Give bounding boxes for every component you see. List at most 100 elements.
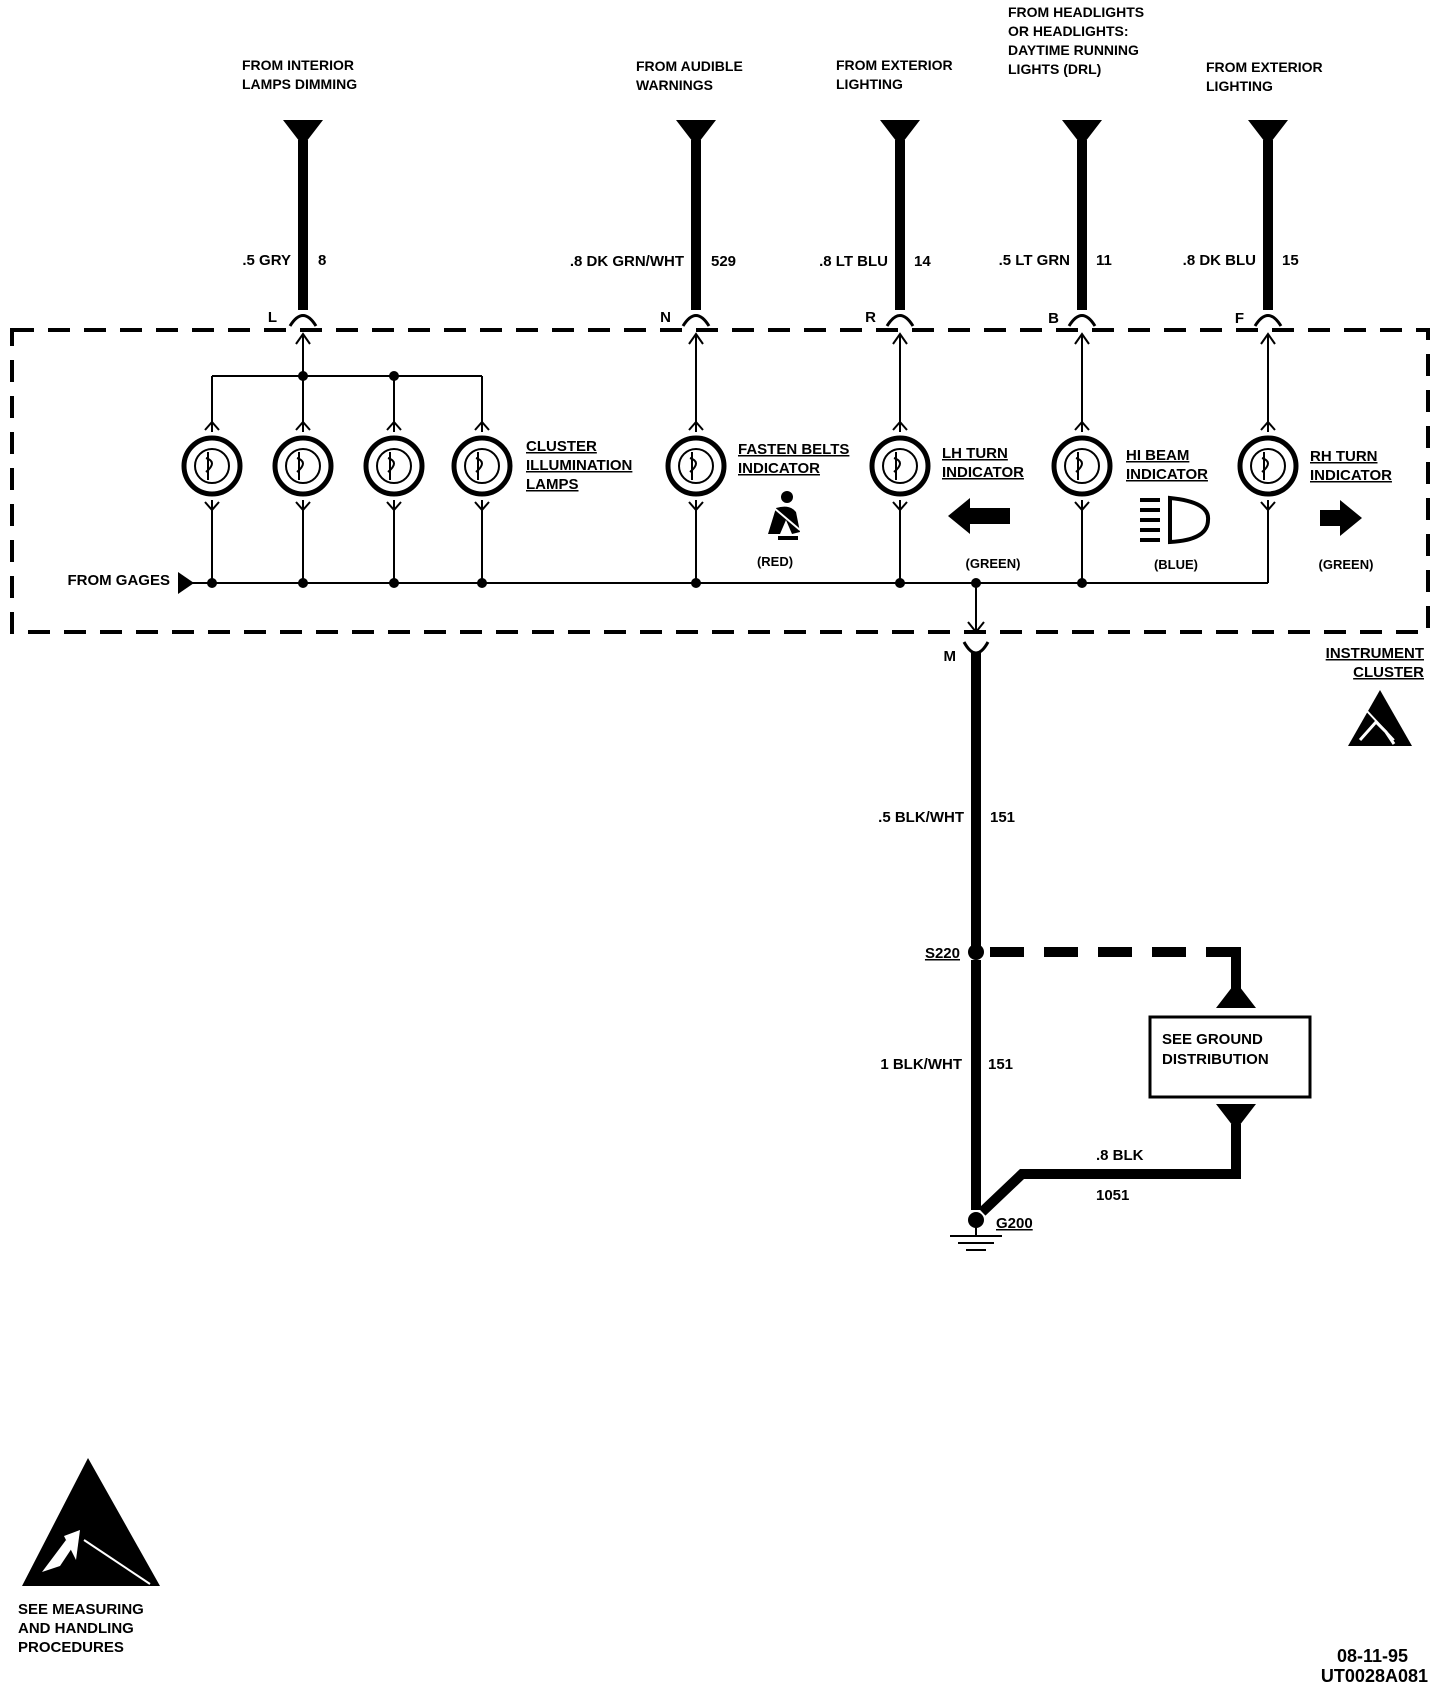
source-audible-label: FROM AUDIBLE WARNINGS	[636, 58, 743, 93]
wire-8	[298, 140, 308, 310]
svg-text:LAMPS DIMMING: LAMPS DIMMING	[242, 76, 357, 92]
instrument-cluster-box	[10, 328, 1430, 634]
source-exterior-label-1: FROM EXTERIOR LIGHTING	[836, 57, 953, 92]
terminal-letters: L N R B F	[268, 309, 1244, 327]
internal-wiring	[190, 332, 1276, 634]
see-ground-distribution-box	[1148, 1015, 1312, 1099]
svg-text:529: 529	[711, 253, 736, 270]
connector-B	[1067, 314, 1097, 327]
svg-text:LIGHTING: LIGHTING	[1206, 78, 1273, 94]
see-ground-text-2: DISTRIBUTION	[1162, 1051, 1269, 1068]
bulb-icon	[451, 420, 513, 512]
svg-text:CLUSTER: CLUSTER	[1353, 664, 1424, 681]
instrument-cluster-label: INSTRUMENT CLUSTER	[1326, 645, 1424, 681]
svg-text:PROCEDURES: PROCEDURES	[18, 1639, 124, 1656]
bulb-icon	[181, 420, 243, 512]
wire-labels: .5 GRY 8 .8 DK GRN/WHT 529 .8 LT BLU 14 …	[242, 252, 1298, 270]
connectors	[288, 314, 1283, 327]
svg-text:LH TURN: LH TURN	[942, 445, 1008, 462]
svg-text:F: F	[1235, 310, 1244, 327]
svg-text:FROM HEADLIGHTS: FROM HEADLIGHTS	[1008, 4, 1144, 20]
svg-text:FROM EXTERIOR: FROM EXTERIOR	[1206, 59, 1323, 75]
lamps	[181, 420, 1299, 512]
arrow-audible-icon	[676, 120, 716, 146]
lh-turn-label: LH TURN INDICATOR (GREEN)	[942, 445, 1024, 571]
svg-text:FROM EXTERIOR: FROM EXTERIOR	[836, 57, 953, 73]
wire-1051	[978, 1124, 1241, 1216]
dashed-ground-link	[990, 947, 1241, 990]
rh-turn-color: (GREEN)	[1319, 557, 1374, 572]
esd-warning-icon-large	[22, 1458, 160, 1586]
terminal-M: M	[944, 648, 957, 665]
svg-text:AND HANDLING: AND HANDLING	[18, 1620, 134, 1637]
connector-M	[962, 641, 990, 655]
splice-s220	[968, 944, 984, 960]
svg-text:HI BEAM: HI BEAM	[1126, 447, 1189, 464]
connector-N	[681, 314, 711, 327]
bulb-icon	[272, 420, 334, 512]
footer-date: 08-11-95	[1337, 1646, 1408, 1666]
svg-text:FROM AUDIBLE: FROM AUDIBLE	[636, 58, 743, 74]
cluster-lamps-label: CLUSTER ILLUMINATION LAMPS	[526, 438, 632, 493]
svg-text:FASTEN BELTS: FASTEN BELTS	[738, 441, 849, 458]
svg-text:INDICATOR: INDICATOR	[1310, 467, 1392, 484]
svg-text:INSTRUMENT: INSTRUMENT	[1326, 645, 1424, 662]
wire-151-upper	[971, 652, 981, 952]
svg-text:SEE MEASURING: SEE MEASURING	[18, 1601, 144, 1618]
svg-text:CLUSTER: CLUSTER	[526, 438, 597, 455]
wire-151b-circuit: 151	[988, 1056, 1013, 1073]
arrow-exterior-1-icon	[880, 120, 920, 146]
bulb-icon	[1051, 420, 1113, 512]
esd-note: SEE MEASURING AND HANDLING PROCEDURES	[18, 1601, 144, 1656]
bulb-icon	[363, 420, 425, 512]
connector-F	[1253, 314, 1283, 327]
svg-text:LIGHTS (DRL): LIGHTS (DRL)	[1008, 61, 1101, 77]
svg-text:.8 DK BLU: .8 DK BLU	[1183, 252, 1256, 269]
svg-text:DAYTIME RUNNING: DAYTIME RUNNING	[1008, 42, 1139, 58]
bulb-icon	[665, 420, 727, 512]
arrow-exterior-2-icon	[1248, 120, 1288, 146]
svg-text:OR HEADLIGHTS:: OR HEADLIGHTS:	[1008, 23, 1129, 39]
svg-text:.8 DK GRN/WHT: .8 DK GRN/WHT	[570, 253, 684, 270]
lh-turn-color: (GREEN)	[966, 556, 1021, 571]
connector-R	[885, 314, 915, 327]
rh-turn-label: RH TURN INDICATOR (GREEN)	[1310, 448, 1392, 572]
wire-151a-color: .5 BLK/WHT	[878, 809, 964, 826]
svg-text:.8 LT BLU: .8 LT BLU	[819, 253, 888, 270]
wire-151-lower	[971, 960, 981, 1210]
svg-text:B: B	[1048, 310, 1059, 327]
svg-text:.5 LT GRN: .5 LT GRN	[999, 252, 1070, 269]
from-gages-label: FROM GAGES	[67, 572, 170, 589]
svg-text:RH TURN: RH TURN	[1310, 448, 1378, 465]
svg-text:INDICATOR: INDICATOR	[942, 464, 1024, 481]
arrow-headlights-icon	[1062, 120, 1102, 146]
headlight-icon	[1140, 495, 1211, 545]
svg-text:WARNINGS: WARNINGS	[636, 77, 713, 93]
ground-symbol-icon	[950, 1226, 1002, 1251]
fasten-belts-color: (RED)	[757, 554, 793, 569]
bulb-icon	[869, 420, 931, 512]
svg-text:FROM INTERIOR: FROM INTERIOR	[242, 57, 354, 73]
from-gages-arrow-icon	[178, 572, 194, 594]
see-ground-text-1: SEE GROUND	[1162, 1031, 1263, 1048]
ground-dist-arrow-down-icon	[1216, 1104, 1256, 1130]
connector-L	[288, 314, 318, 327]
svg-text:14: 14	[914, 253, 931, 270]
wire-11	[1077, 140, 1087, 310]
source-exterior-label-2: FROM EXTERIOR LIGHTING	[1206, 59, 1323, 94]
fasten-belts-label: FASTEN BELTS INDICATOR (RED)	[738, 441, 849, 569]
wire-151b-color: 1 BLK/WHT	[880, 1056, 962, 1073]
source-headlights-label: FROM HEADLIGHTS OR HEADLIGHTS: DAYTIME R…	[1008, 4, 1144, 77]
right-arrow-icon	[1320, 500, 1362, 536]
splice-label: S220	[925, 945, 960, 962]
svg-text:.5 GRY: .5 GRY	[242, 252, 291, 269]
hi-beam-color: (BLUE)	[1154, 557, 1198, 572]
wire-151a-circuit: 151	[990, 809, 1015, 826]
svg-text:R: R	[865, 309, 876, 326]
arrow-interior-icon	[283, 120, 323, 146]
svg-text:N: N	[660, 309, 671, 326]
svg-text:L: L	[268, 309, 277, 326]
footer-code: UT0028A081	[1321, 1666, 1428, 1686]
svg-text:LIGHTING: LIGHTING	[836, 76, 903, 92]
